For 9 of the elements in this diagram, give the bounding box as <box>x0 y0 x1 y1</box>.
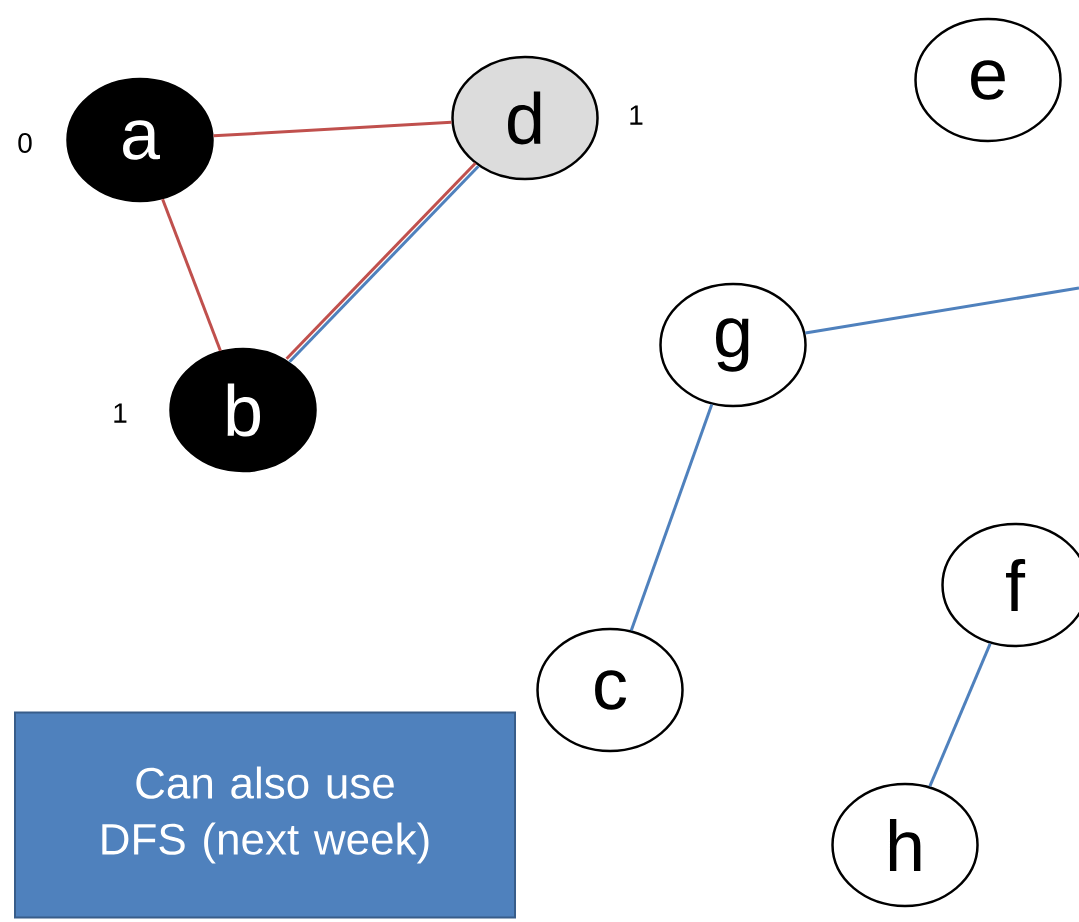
edge-line <box>213 120 452 138</box>
edge-line <box>928 643 992 787</box>
vertex-label: 0 <box>18 133 32 153</box>
vertex-label: 1 <box>630 105 643 125</box>
vertex-label: 1 <box>114 403 127 423</box>
edge-line <box>161 198 222 352</box>
edge-line <box>629 404 714 631</box>
edge-line <box>805 286 1079 335</box>
note-box: Can also use DFS (next week) <box>14 711 516 919</box>
